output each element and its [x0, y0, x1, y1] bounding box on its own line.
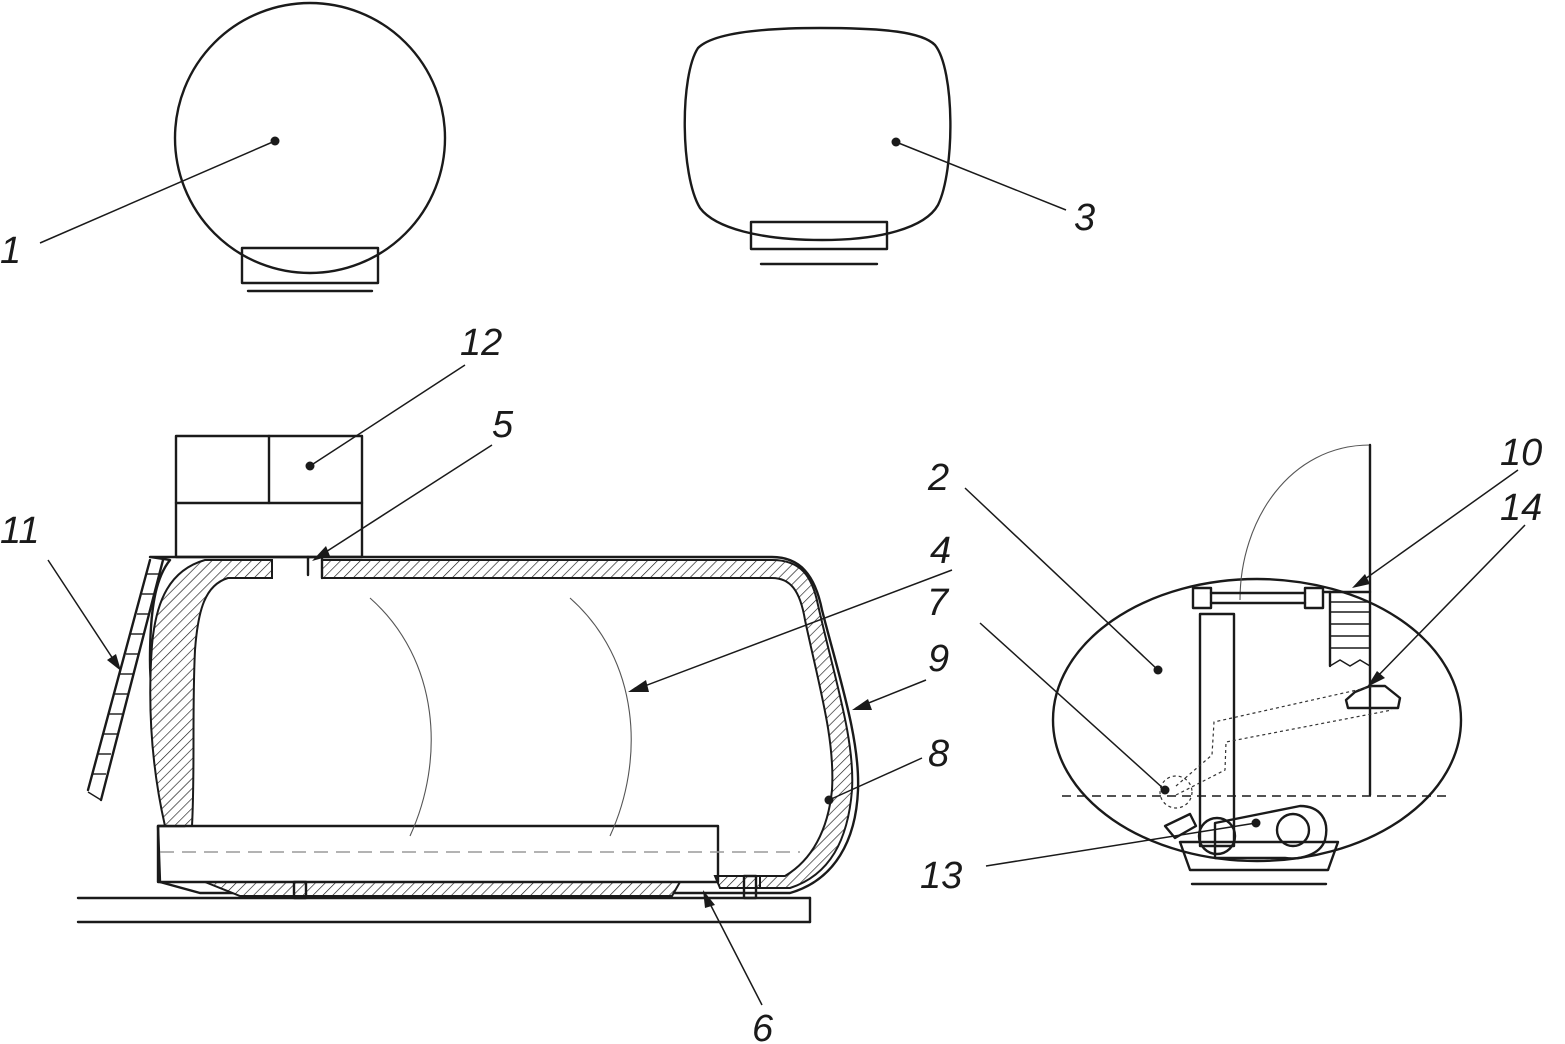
vertical-tube — [1198, 612, 1236, 848]
label-9: 9 — [928, 638, 949, 680]
leader-line-1 — [39, 140, 276, 244]
round-tank-circle — [173, 1, 447, 275]
ladder-rail-left — [86, 558, 152, 792]
label-6: 6 — [752, 1008, 774, 1044]
ladder-break-line — [1329, 659, 1371, 667]
leader-line-6 — [705, 895, 763, 1006]
pump-wheel-right — [1275, 812, 1311, 848]
arrowhead-4 — [628, 680, 649, 692]
tank-outer-shell — [148, 555, 860, 895]
ladder-foot — [87, 791, 102, 801]
side-ladder — [86, 558, 165, 802]
arrowhead-6 — [703, 890, 715, 908]
label-13: 13 — [920, 855, 962, 897]
label-2: 2 — [927, 457, 949, 499]
round-tank-base — [240, 246, 380, 285]
leader-line-2 — [964, 487, 1159, 671]
label-1: 1 — [0, 230, 21, 272]
label-14: 14 — [1500, 487, 1542, 529]
inner-frame-arc-2 — [569, 597, 632, 837]
view-round-tank — [39, 1, 447, 293]
view-side-section — [47, 364, 953, 1006]
square-tank-outline — [683, 26, 952, 242]
leader-line-14 — [1371, 524, 1526, 683]
label-12: 12 — [460, 322, 502, 364]
cross-section-ellipse — [1051, 577, 1463, 863]
hatch-door-swing-arc — [1239, 444, 1371, 601]
inner-frame-arc-1 — [369, 597, 432, 837]
arrowhead-9 — [852, 699, 872, 710]
lower-duct — [156, 824, 720, 884]
valve-7-circle — [1159, 775, 1193, 809]
hinge-block-right — [1303, 586, 1325, 610]
bottom-right-hatch — [713, 875, 761, 889]
leader-line-13 — [985, 822, 1257, 867]
cross-section-ladder — [1321, 590, 1372, 668]
square-tank-base — [749, 220, 889, 251]
arrowhead-11 — [107, 654, 121, 671]
label-10: 10 — [1500, 432, 1542, 474]
label-5: 5 — [492, 404, 514, 446]
top-right-wall-hatch — [321, 559, 854, 889]
bottom-wall-hatch — [204, 881, 682, 897]
support-foot-right — [742, 874, 758, 900]
float-rod-lower — [1175, 709, 1393, 796]
pump-wheel-left — [1197, 816, 1237, 856]
label-11: 11 — [0, 510, 39, 552]
leader-line-11 — [47, 559, 118, 666]
pump-nozzle — [1163, 812, 1198, 840]
float-rod-upper — [1175, 685, 1376, 787]
cross-section-base — [1178, 840, 1340, 872]
leader-line-7 — [979, 622, 1166, 791]
leader-line-10 — [1357, 469, 1519, 585]
label-8: 8 — [928, 733, 949, 775]
leader-line-12 — [309, 364, 466, 467]
arrowhead-5 — [312, 546, 330, 561]
label-3: 3 — [1074, 197, 1095, 239]
label-7: 7 — [927, 582, 950, 624]
view-square-tank — [683, 26, 1067, 266]
left-wall-hatch — [149, 559, 273, 827]
support-foot-left — [292, 880, 308, 900]
hinge-block-left — [1191, 586, 1213, 610]
view-cross-section — [964, 443, 1526, 886]
leader-line-8 — [828, 757, 923, 801]
ladder-rail-right — [99, 558, 165, 802]
arrowhead-14 — [1367, 671, 1385, 687]
arrowhead-10 — [1352, 574, 1370, 588]
float-14 — [1344, 684, 1402, 710]
leader-line-5 — [317, 444, 493, 558]
pump-housing — [1213, 804, 1328, 860]
leader-line-3 — [895, 141, 1067, 211]
label-4: 4 — [930, 530, 951, 572]
leader-line-4 — [633, 569, 953, 691]
